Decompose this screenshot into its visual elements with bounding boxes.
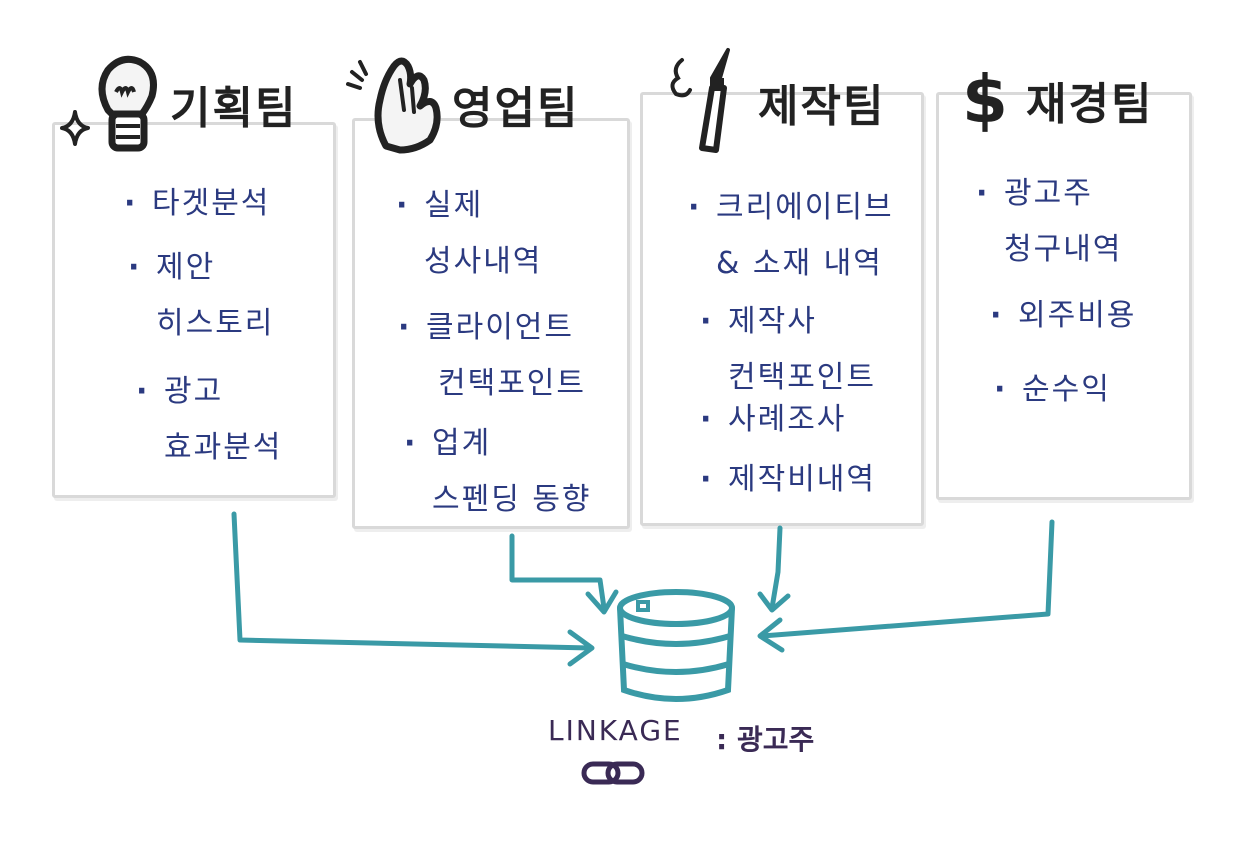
svg-text:$: $ [962, 61, 1008, 138]
bullet: · [404, 426, 418, 461]
team-title-planning: 기획팀 [170, 83, 298, 134]
bullet: · [976, 176, 990, 211]
card-sales-team [352, 118, 630, 529]
list-item: ·제안 히스토리 [128, 240, 274, 352]
bullet: · [124, 186, 138, 221]
team-title-sales: 영업팀 [452, 83, 580, 134]
bullet: · [136, 374, 150, 409]
list-item: ·사례조사 [700, 392, 846, 448]
list-item: ·제작사 컨택포인트 [700, 294, 876, 406]
bullet: · [994, 372, 1008, 407]
bullet: · [990, 298, 1004, 333]
team-title-production: 제작팀 [758, 81, 886, 132]
chain-link-icon [581, 761, 645, 785]
list-item: ·제작비내역 [700, 452, 876, 508]
list-item: ·타겟분석 [124, 176, 270, 232]
list-item: ·클라이언트 컨택포인트 [398, 300, 586, 412]
arrow-planning-to-db [231, 511, 595, 667]
paintbrush-icon [670, 48, 730, 153]
list-item: ·외주비용 [990, 288, 1136, 344]
arrow-finance-to-db [757, 519, 1055, 653]
list-item: ·광고 효과분석 [136, 364, 282, 476]
waving-hand-icon [346, 57, 441, 154]
sparkle-icon [60, 110, 90, 146]
bullet: · [700, 402, 714, 437]
card-production-team [640, 92, 924, 526]
team-title-finance: 재경팀 [1026, 79, 1154, 130]
list-item: ·업계 스펜딩 동향 [404, 416, 592, 528]
linkage-label: LINKAGE [548, 714, 683, 747]
card-planning-team [52, 122, 336, 498]
bullet: · [128, 250, 142, 285]
lightbulb-icon [98, 55, 157, 152]
card-finance-team [936, 92, 1192, 500]
bullet: · [700, 462, 714, 497]
arrow-sales-to-db [509, 533, 619, 615]
list-item: ·크리에이티브 & 소재 내역 [688, 180, 894, 292]
dollar-icon: $ [962, 61, 1008, 138]
list-item: ·광고주 청구내역 [976, 166, 1122, 278]
arrow-production-to-db [757, 525, 791, 613]
list-item: ·실제 성사내역 [396, 178, 542, 290]
bullet: · [396, 188, 410, 223]
linkage-sub-label: : 광고주 [716, 723, 815, 756]
bullet: · [700, 304, 714, 339]
bullet: · [688, 190, 702, 225]
list-item: ·순수익 [994, 362, 1111, 418]
database-icon [617, 589, 735, 702]
bullet: · [398, 310, 412, 345]
